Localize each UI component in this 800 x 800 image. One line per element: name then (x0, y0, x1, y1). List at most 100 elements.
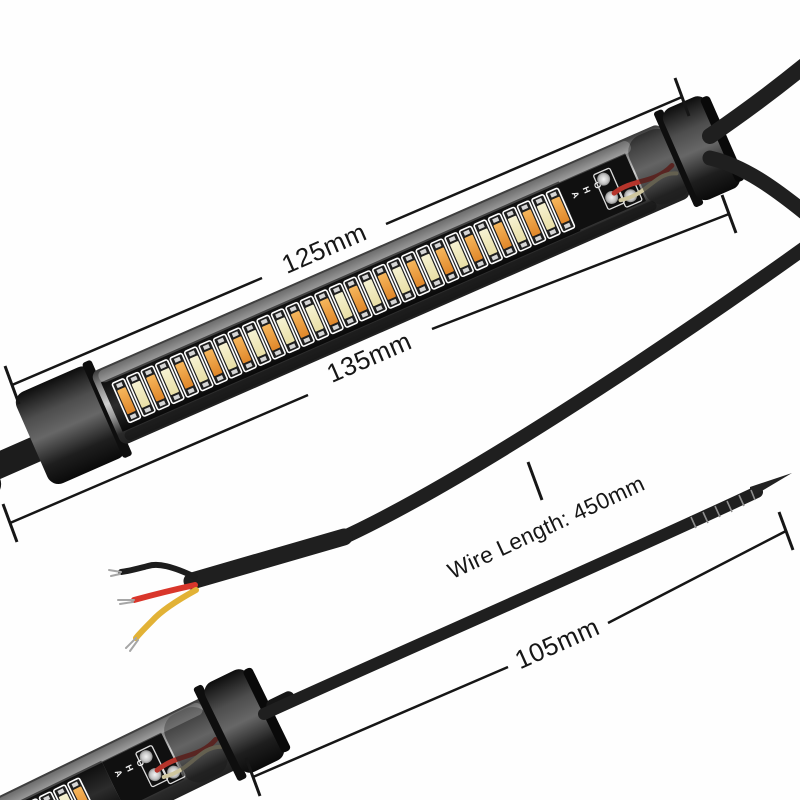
led-chip-white (276, 317, 295, 345)
strip-left-stub (0, 436, 46, 481)
dim-125-line-left (11, 276, 263, 387)
led-strip-bottom: A H O (0, 667, 297, 800)
led-chip-amber (406, 260, 425, 288)
led-chip-white (450, 241, 469, 268)
led-chip-white (305, 304, 324, 332)
led-chip-white (334, 291, 353, 319)
strip2-cap-flange (193, 684, 247, 781)
dim-135-tick-left (1, 503, 19, 543)
led-cell (487, 213, 518, 258)
dim-125-tick-right (673, 77, 691, 117)
led-chip-amber (204, 349, 223, 376)
led-chip-amber (348, 285, 367, 313)
lead-yellow-tip (125, 637, 139, 652)
pad-label-1: A (570, 190, 582, 200)
led-cell (285, 301, 315, 347)
lead-black-tip (108, 569, 122, 577)
led-chip-white (536, 203, 556, 230)
led-cells-main (111, 187, 576, 424)
led-cell (401, 251, 431, 297)
strip-right-cap (662, 96, 741, 201)
led-chip-white (508, 215, 527, 243)
led-cell (429, 238, 460, 284)
strip-pcb-end (557, 153, 646, 231)
led-chip-amber (291, 311, 310, 338)
bottom-wire-ribs (690, 489, 756, 529)
glass-highlight (98, 141, 631, 383)
led-chip-white (218, 342, 237, 370)
dim-105-line-right (607, 529, 787, 625)
dimension-450 (526, 461, 544, 501)
led-chip-white (189, 355, 208, 383)
dim-135-line-right (431, 212, 730, 331)
led-chip-white (131, 380, 150, 408)
led-cell (531, 194, 561, 239)
pad2-label-1: A (113, 768, 125, 779)
led-cell (227, 327, 257, 373)
lead-red-tip (117, 599, 135, 605)
led-cell (111, 378, 142, 424)
cap-wire-lower (702, 150, 800, 219)
wire-sheath-segment (183, 528, 353, 590)
bottom-wire (258, 486, 763, 720)
led-cell (516, 200, 547, 246)
led-chip-white (479, 228, 498, 256)
led-cell (328, 282, 359, 328)
pad2-label-2: H (124, 763, 136, 773)
dimension-105 (244, 511, 795, 797)
pad2-bracket-left (135, 745, 169, 788)
wire-lead-yellow (125, 587, 199, 652)
long-wire-curve (331, 242, 800, 547)
led-cell (38, 791, 70, 800)
led-cell (241, 321, 272, 366)
dim-125-line-right (385, 95, 683, 226)
led-cell (169, 352, 200, 398)
dim-450-tick (526, 461, 544, 501)
wire-lead-red (117, 582, 198, 605)
led-cell (53, 784, 84, 800)
dim-135-tick-right (720, 194, 738, 234)
led-cell (343, 276, 373, 322)
led-chip-amber (233, 336, 252, 364)
led-cell (473, 219, 503, 265)
led-cell (444, 232, 474, 278)
led-chip-white (160, 368, 179, 395)
led-cell (502, 206, 532, 252)
led-chip-amber (551, 196, 570, 224)
dim-105-line-left (252, 665, 509, 779)
led-cell (415, 244, 445, 290)
led-chip-amber (435, 247, 454, 275)
led-chip-amber (493, 222, 512, 249)
pad-bracket-left (593, 167, 625, 210)
led-cell (372, 263, 402, 309)
bottom-wire-tip (750, 473, 792, 498)
led-chip-white (392, 266, 411, 294)
dim-125-tick-left (3, 365, 21, 405)
led-cell (140, 365, 171, 411)
cap-wire-upper (702, 59, 800, 144)
led-chip-white (247, 330, 266, 357)
led-chip-white (363, 279, 382, 307)
led-chip-white (421, 253, 440, 281)
strip2-cap (204, 669, 285, 773)
led-cell (126, 371, 156, 417)
led-cell (270, 308, 301, 354)
led-cell (545, 187, 576, 233)
label-wire-total-length: Wire Length: 450mm (444, 471, 649, 584)
dim-105-tick-left (244, 757, 262, 797)
led-chip-amber (262, 323, 281, 351)
led-cell (256, 314, 286, 360)
solder-pad-1 (597, 172, 611, 186)
strip2-pcb-end (101, 732, 184, 800)
led-cell (212, 333, 243, 379)
led-cell (386, 257, 417, 303)
solder2-pad-1 (139, 750, 153, 764)
pad-label-2: H (581, 185, 593, 195)
led-chip-amber (522, 209, 541, 237)
glass2-highlight (0, 702, 203, 800)
led-chip-amber (146, 374, 165, 402)
led-cell (458, 225, 489, 271)
led-strip-main: A H O (0, 96, 745, 500)
led-cell (184, 346, 214, 392)
dimension-125 (3, 77, 691, 405)
